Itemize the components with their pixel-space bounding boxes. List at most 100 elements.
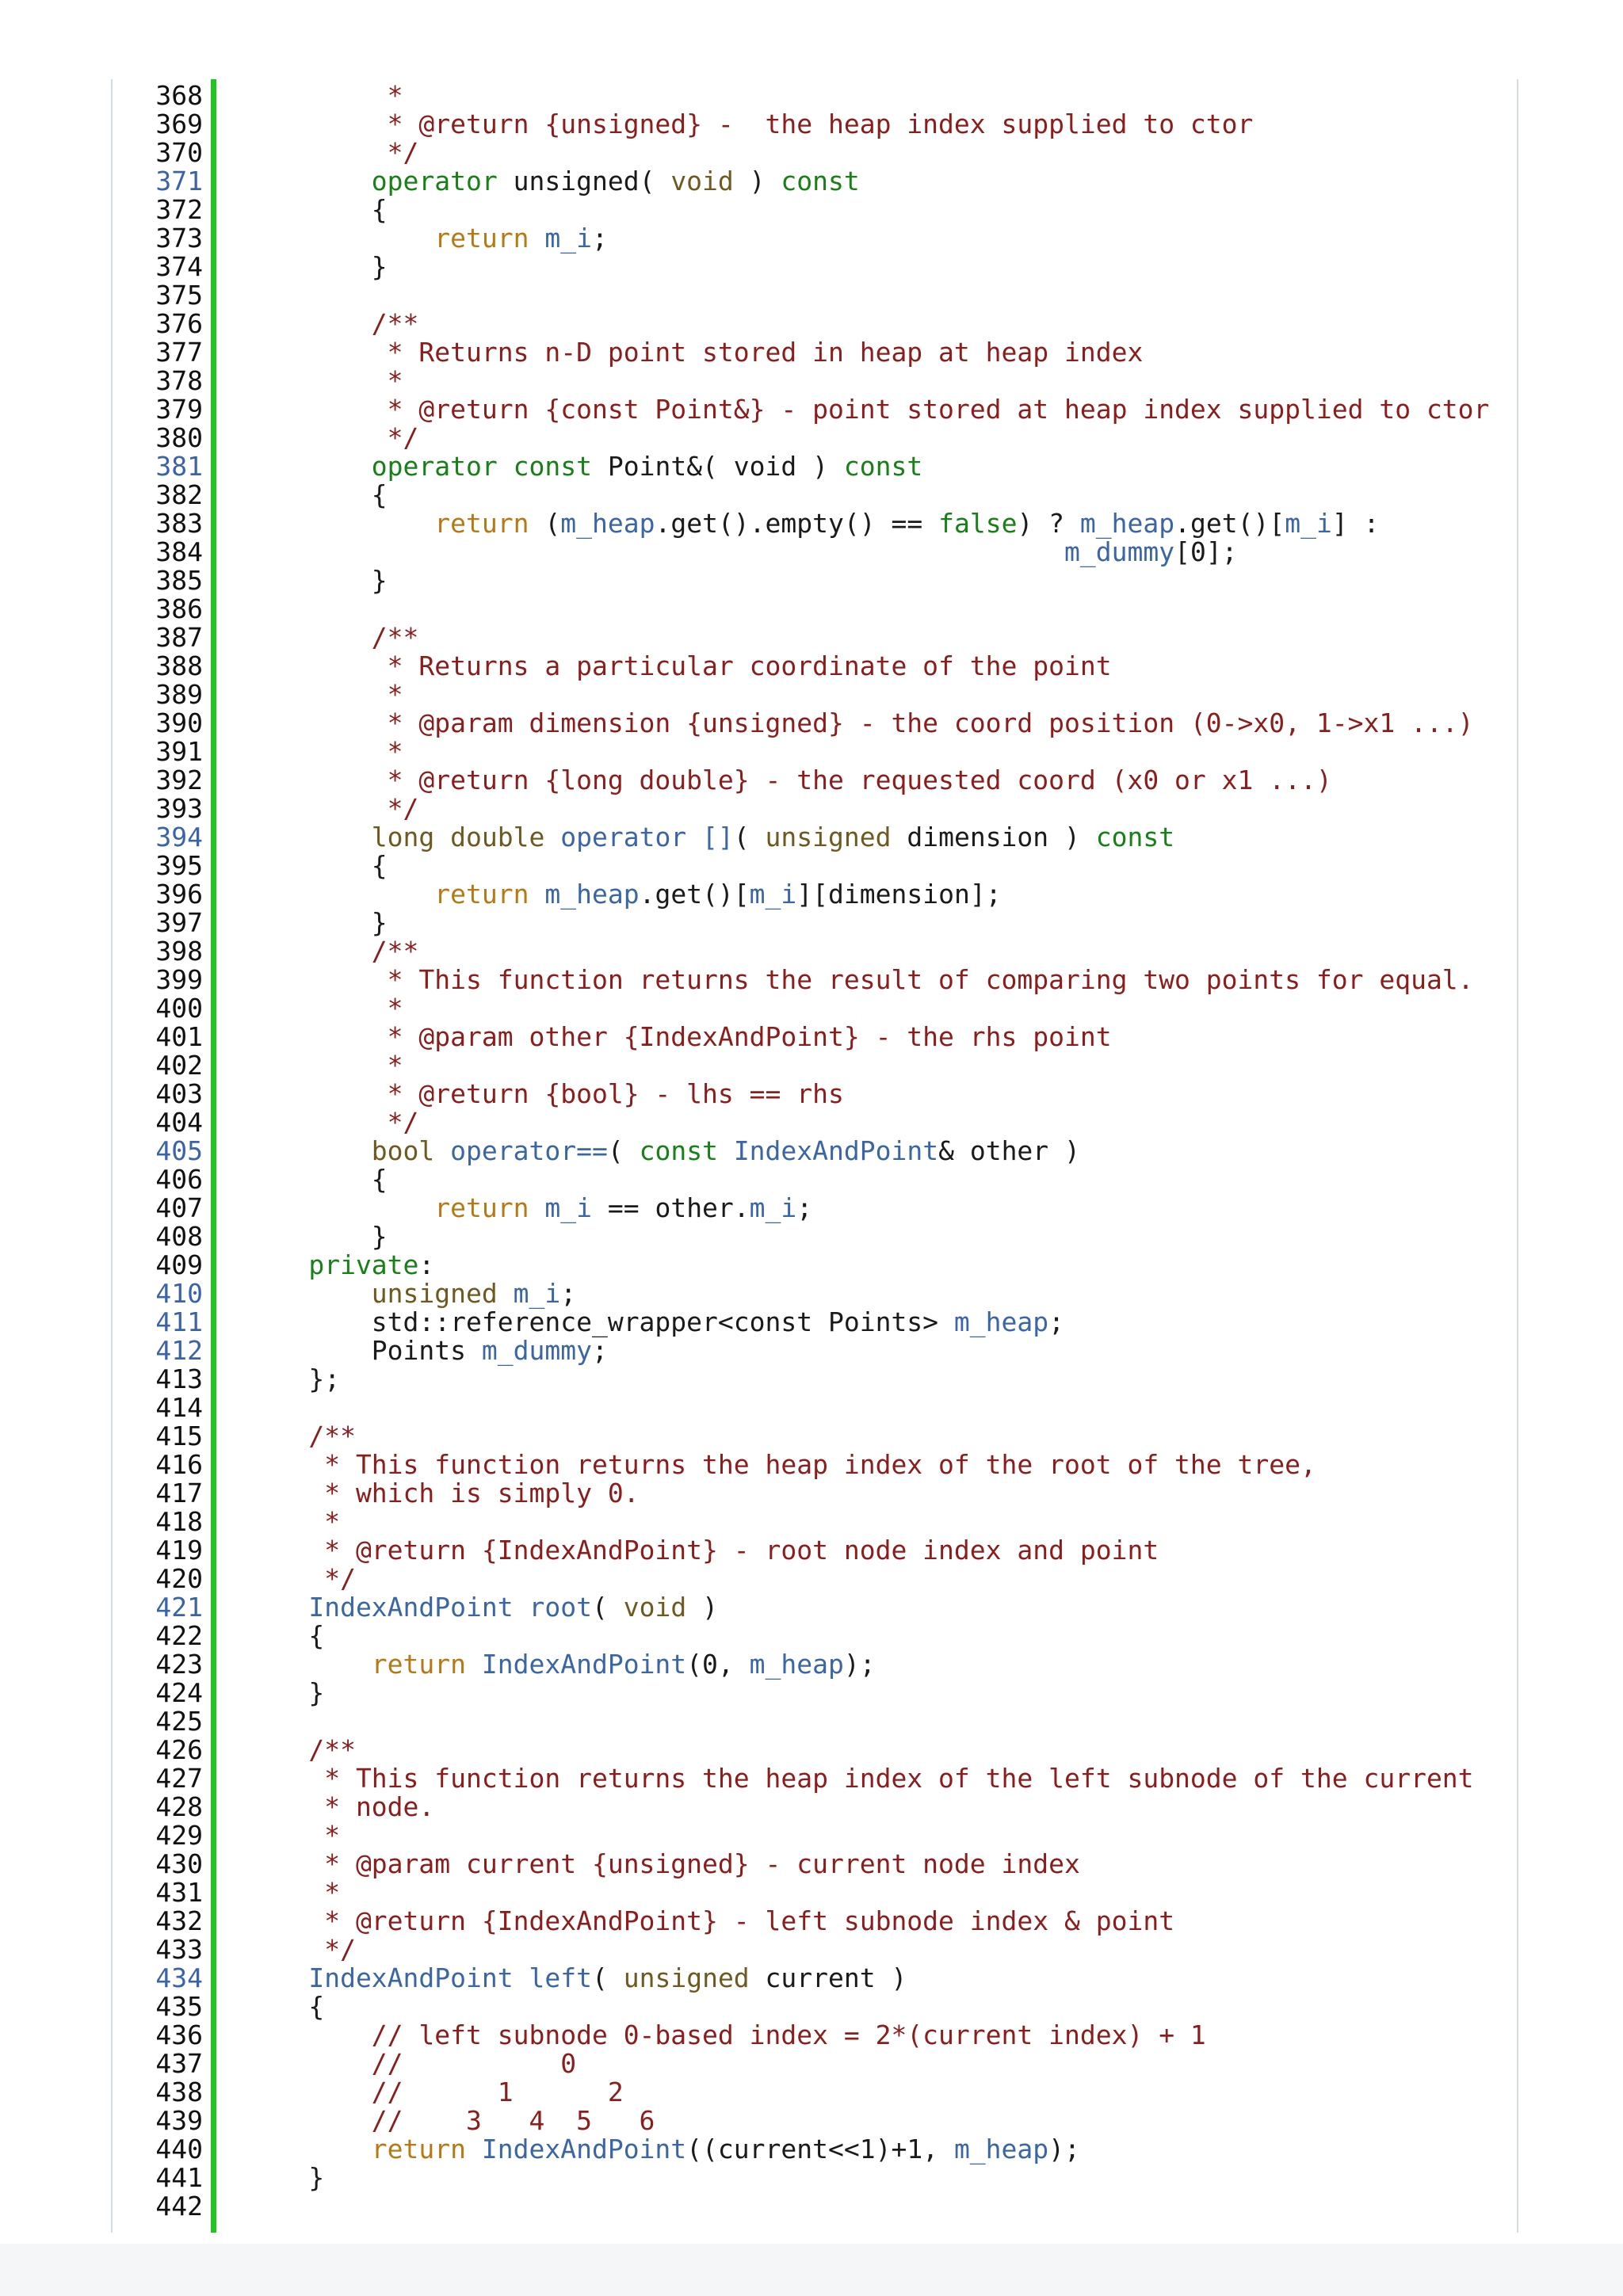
code-token: (: [607, 1135, 640, 1166]
code-token: * @return {bool} - lhs == rhs: [230, 1078, 844, 1109]
code-text: *: [230, 1051, 403, 1080]
line-number-link[interactable]: 394: [155, 822, 203, 852]
line-number: 375: [155, 280, 203, 311]
code-text: // left subnode 0-based index = 2*(curre…: [230, 2021, 1206, 2050]
code-line: 389 *: [0, 681, 1623, 709]
code-token: std::reference_wrapper<const Points>: [230, 1306, 954, 1337]
code-text: */: [230, 1565, 356, 1593]
line-number: 395: [155, 850, 203, 881]
code-line: 419 * @return {IndexAndPoint} - root nod…: [0, 1536, 1623, 1565]
code-token: [498, 451, 514, 482]
code-line: 436 // left subnode 0-based index = 2*(c…: [0, 2021, 1623, 2050]
code-token: [466, 2134, 482, 2164]
code-token: );: [1048, 2134, 1080, 2164]
line-number: 384: [155, 536, 203, 567]
line-number: 438: [155, 2077, 203, 2107]
line-number: 389: [155, 679, 203, 710]
code-token: }: [230, 565, 388, 596]
code-token: m_i: [749, 1192, 797, 1223]
code-token: operator: [230, 166, 498, 196]
code-text: * @return {long double} - the requested …: [230, 766, 1332, 795]
code-token: left: [529, 1962, 592, 1993]
code-line: 387 /**: [0, 624, 1623, 652]
code-line: 384 m_dummy[0];: [0, 538, 1623, 566]
code-token: *: [230, 1820, 341, 1851]
code-line: 391 *: [0, 738, 1623, 766]
code-token: * @return {IndexAndPoint} - left subnode…: [230, 1905, 1175, 1936]
code-text: long double operator []( unsigned dimens…: [230, 823, 1174, 852]
code-token: {: [230, 1620, 325, 1651]
code-text: // 1 2: [230, 2078, 624, 2107]
code-line: 431 *: [0, 1878, 1623, 1907]
code-token: m_i: [749, 879, 797, 910]
line-number-link[interactable]: 434: [155, 1962, 203, 1993]
code-token: // left subnode 0-based index = 2*(curre…: [230, 2019, 1206, 2050]
code-line: 399 * This function returns the result o…: [0, 966, 1623, 994]
line-number: 392: [155, 765, 203, 795]
code-line: 420 */: [0, 1565, 1623, 1593]
code-token: ;: [1048, 1306, 1065, 1337]
code-token: /**: [230, 1734, 356, 1765]
code-token: [529, 1192, 545, 1223]
code-token: unsigned: [230, 1278, 498, 1309]
code-token: {: [230, 479, 388, 510]
code-token: unsigned(: [497, 166, 671, 196]
line-number-link[interactable]: 421: [155, 1592, 203, 1623]
code-text: std::reference_wrapper<const Points> m_h…: [230, 1308, 1064, 1337]
code-token: m_dummy: [481, 1335, 592, 1366]
code-line: 401 * @param other {IndexAndPoint} - the…: [0, 1023, 1623, 1051]
code-text: *: [230, 82, 403, 110]
code-line: 396 return m_heap.get()[m_i][dimension];: [0, 880, 1623, 909]
code-line: 394 long double operator []( unsigned di…: [0, 823, 1623, 852]
code-line: 382 {: [0, 481, 1623, 509]
line-number-link[interactable]: 410: [155, 1278, 203, 1309]
line-number-link[interactable]: 405: [155, 1135, 203, 1166]
code-line: 378 *: [0, 367, 1623, 395]
code-line: 428 * node.: [0, 1793, 1623, 1821]
code-token: return: [230, 1192, 529, 1223]
code-token: void: [623, 1592, 687, 1623]
line-number: 420: [155, 1563, 203, 1594]
code-line: 403 * @return {bool} - lhs == rhs: [0, 1080, 1623, 1108]
line-number-link[interactable]: 371: [155, 166, 203, 196]
line-number: 427: [155, 1763, 203, 1794]
code-token: (: [529, 508, 561, 539]
code-token: return: [230, 2134, 467, 2164]
code-token: ) ?: [1017, 508, 1080, 539]
line-number: 370: [155, 137, 203, 168]
code-token: ;: [591, 223, 608, 254]
line-number: 382: [155, 479, 203, 510]
line-number: 440: [155, 2134, 203, 2164]
code-token: * which is simply 0.: [230, 1478, 640, 1508]
code-token: };: [230, 1363, 341, 1394]
code-text: * @param current {unsigned} - current no…: [230, 1850, 1080, 1878]
code-token: const: [843, 451, 923, 482]
code-token: Point&( void ): [591, 451, 844, 482]
code-token: (: [591, 1592, 624, 1623]
line-number-link[interactable]: 412: [155, 1335, 203, 1366]
line-number: 393: [155, 793, 203, 824]
line-number: 369: [155, 109, 203, 139]
code-token: [514, 1962, 529, 1993]
code-line: 377 * Returns n-D point stored in heap a…: [0, 338, 1623, 367]
line-number-link[interactable]: 381: [155, 451, 203, 482]
line-number: 408: [155, 1221, 203, 1252]
line-number: 414: [155, 1392, 203, 1423]
code-token: IndexAndPoint: [230, 1592, 514, 1623]
code-line: 392 * @return {long double} - the reques…: [0, 766, 1623, 795]
code-token: ;: [796, 1192, 813, 1223]
code-text: }: [230, 253, 388, 281]
line-number-link[interactable]: 411: [155, 1306, 203, 1337]
code-text: }: [230, 909, 388, 937]
line-number: 415: [155, 1421, 203, 1451]
line-number: 416: [155, 1449, 203, 1480]
code-token: const: [781, 166, 860, 196]
code-text: return IndexAndPoint((current<<1)+1, m_h…: [230, 2135, 1080, 2164]
line-number: 368: [155, 80, 203, 111]
code-token: [529, 223, 545, 254]
code-text: m_dummy[0];: [230, 538, 1238, 566]
code-text: * @return {unsigned} - the heap index su…: [230, 110, 1254, 139]
line-number: 373: [155, 223, 203, 254]
code-line: 421 IndexAndPoint root( void ): [0, 1593, 1623, 1622]
line-number: 378: [155, 365, 203, 396]
